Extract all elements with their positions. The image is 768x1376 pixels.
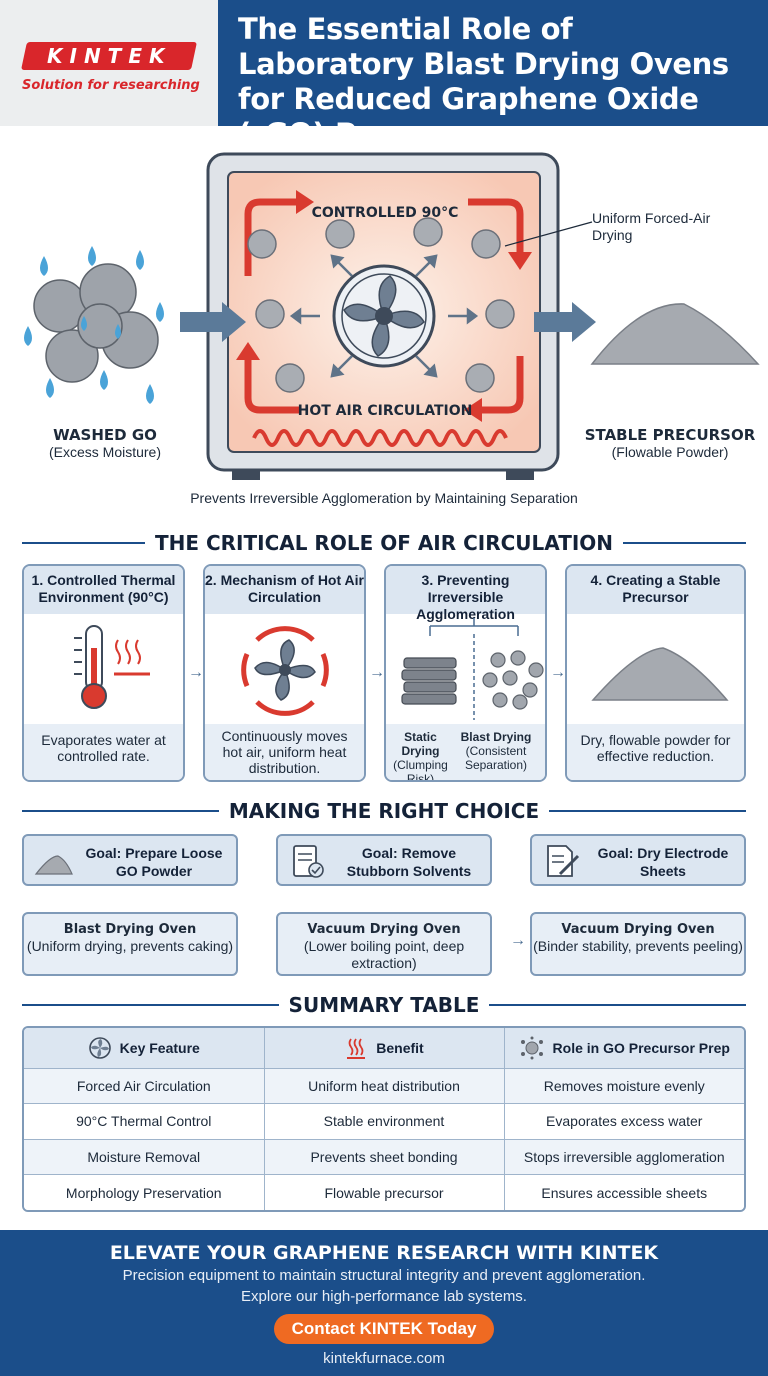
powder-pile-icon [591, 647, 729, 701]
oven-diagram: CONTROLLED 90°C HOT AIR CIRCULATION Unif… [0, 126, 768, 526]
heating-coil-icon [252, 429, 508, 447]
section-summary-table: SUMMARY TABLE [22, 990, 746, 1020]
step-body: Continuously moves hot air, uniform heat… [205, 724, 364, 780]
arrow-right-icon: → [550, 664, 566, 681]
oven-circulation-label: HOT AIR CIRCULATION [297, 403, 473, 419]
page-title: The Essential Role of Laboratory Blast D… [238, 12, 729, 151]
result-vacuum-oven-electrode[interactable]: Vacuum Drying Oven(Binder stability, pre… [530, 912, 746, 976]
result-blast-oven[interactable]: Blast Drying Oven(Uniform drying, preven… [22, 912, 238, 976]
hero-caption: Prevents Irreversible Agglomeration by M… [190, 490, 578, 506]
kintek-logo[interactable]: KINTEK [21, 42, 197, 70]
circulation-arrow-bottom-left [244, 358, 300, 414]
washed-go-title: WASHED GO [53, 426, 157, 444]
fan-circulation-icon [241, 626, 329, 716]
output-arrow-icon [534, 302, 596, 342]
summary-table: Key Feature Benefit Role in GO Precursor… [22, 1026, 746, 1212]
blast-drying-sub: (Consistent Separation) [464, 744, 527, 772]
circulation-arrow-top-left [244, 198, 298, 276]
step-title: 1. Controlled Thermal Environment (90°C) [24, 566, 183, 614]
fan-icon [88, 1036, 111, 1059]
agglomeration-comparison-icon [401, 618, 544, 720]
heat-icon [347, 1038, 366, 1059]
result-vacuum-oven-solvents[interactable]: Vacuum Drying Oven(Lower boiling point, … [276, 912, 492, 976]
callout-line [504, 221, 593, 247]
oven-illustration [24, 152, 760, 480]
circulation-arrow-top-right [468, 198, 524, 254]
logo-tagline: Solution for researching [22, 78, 200, 93]
goal-card-powder[interactable]: Goal: Prepare Loose GO Powder [22, 834, 238, 886]
washed-go-icon [33, 263, 159, 383]
step-card-2: 2. Mechanism of Hot Air Circulation Cont… [203, 564, 366, 782]
powder-pile-icon [34, 855, 73, 875]
table-header-benefit: Benefit [264, 1028, 505, 1069]
arrow-right-icon: → [510, 932, 526, 949]
document-pen-icon [547, 845, 580, 877]
table-header-feature: Key Feature [24, 1028, 265, 1069]
goal-card-solvents[interactable]: Goal: Remove Stubborn Solvents [276, 834, 492, 886]
step-card-1: 1. Controlled Thermal Environment (90°C)… [22, 564, 185, 782]
step-title: 3. Preventing Irreversible Agglomeration [386, 566, 545, 622]
footer-title: ELEVATE YOUR GRAPHENE RESEARCH WITH KINT… [109, 1242, 659, 1264]
logo-area: KINTEK Solution for researching [0, 0, 218, 126]
step-body: Dry, flowable powder for effective reduc… [567, 724, 744, 780]
thermometer-icon [74, 625, 150, 709]
goal-card-electrode[interactable]: Goal: Dry Electrode Sheets [530, 834, 746, 886]
stable-precursor-subtitle: (Flowable Powder) [611, 444, 729, 460]
step-body: Evaporates water at controlled rate. [24, 724, 183, 780]
footer-line-1: Precision equipment to maintain structur… [122, 1267, 646, 1284]
circulation-arrow-bottom-right [480, 356, 524, 414]
table-header-role: Role in GO Precursor Prep [504, 1028, 744, 1069]
section-right-choice: MAKING THE RIGHT CHOICE [22, 796, 746, 826]
uniform-drying-callout: Uniform Forced-Air Drying [592, 210, 711, 243]
step-card-4: 4. Creating a Stable Precursor Dry, flow… [565, 564, 746, 782]
input-arrow-icon [180, 302, 246, 342]
footer-banner: ELEVATE YOUR GRAPHENE RESEARCH WITH KINT… [0, 1230, 768, 1376]
clipboard-check-icon [293, 845, 324, 878]
static-drying-sub: (Clumping Risk) [393, 758, 448, 782]
contact-button[interactable]: Contact KINTEK Today [273, 1314, 495, 1344]
arrow-right-icon: → [188, 664, 204, 681]
go-particles [247, 217, 515, 393]
arrow-right-icon: → [369, 664, 385, 681]
oven-temperature-label: CONTROLLED 90°C [311, 205, 459, 221]
step-title: 2. Mechanism of Hot Air Circulation [205, 566, 364, 614]
title-banner: The Essential Role of Laboratory Blast D… [218, 0, 768, 151]
step-card-3: 3. Preventing Irreversible Agglomeration… [384, 564, 547, 782]
static-drying-title: Static Drying [401, 730, 440, 758]
stable-precursor-title: STABLE PRECURSOR [584, 426, 756, 444]
washed-go-subtitle: (Excess Moisture) [48, 444, 162, 460]
header: KINTEK Solution for researching The Esse… [0, 0, 768, 151]
separated-particles-icon [482, 650, 544, 710]
footer-line-2: Explore our high-performance lab systems… [241, 1288, 527, 1305]
water-droplet-icon [24, 246, 164, 404]
step-title: 4. Creating a Stable Precursor [567, 566, 744, 614]
blast-drying-title: Blast Drying [460, 730, 532, 744]
clumped-sheets-icon [401, 657, 457, 705]
powder-pile-icon [590, 303, 760, 365]
website-link[interactable]: kintekfurnace.com [323, 1350, 445, 1367]
particles-icon [520, 1036, 543, 1060]
section-air-circulation: THE CRITICAL ROLE OF AIR CIRCULATION [22, 528, 746, 558]
